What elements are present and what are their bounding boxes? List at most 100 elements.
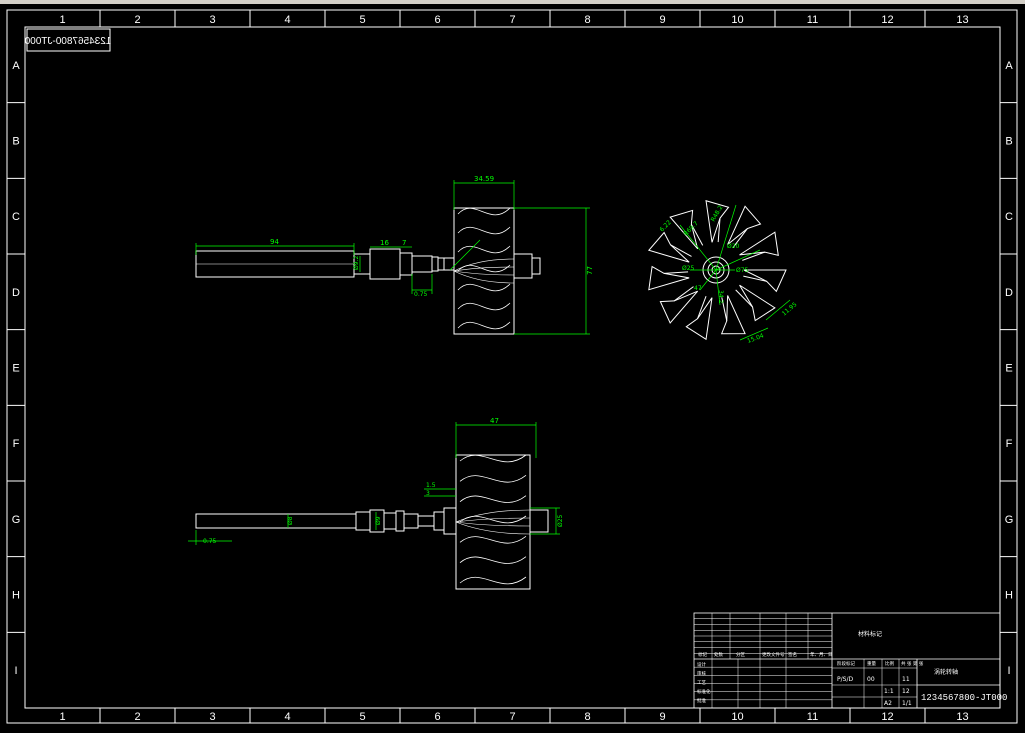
zone-row-right-F: F — [1006, 438, 1013, 450]
top-shaft-collar2 — [437, 257, 445, 271]
zone-col-top-2: 2 — [134, 14, 140, 26]
blade-curve — [457, 226, 511, 235]
bottom-shaft-step6 — [417, 515, 435, 527]
outer-border — [6, 9, 1018, 724]
end-blade — [727, 205, 762, 245]
end-blade-root — [697, 295, 707, 319]
mirrored-code-text: 1234567800-JT000 — [24, 36, 111, 47]
dim-end-d8: 11.95 — [781, 301, 799, 318]
zone-col-top-11: 11 — [807, 14, 818, 26]
bottom-shaft-step4 — [395, 510, 405, 532]
dim-end-d10: 6.22 — [658, 219, 673, 234]
zone-col-top-5: 5 — [359, 14, 365, 26]
tb-num12: 12 — [902, 688, 910, 695]
blade-curve — [459, 495, 527, 503]
zone-col-bottom-6: 6 — [434, 711, 440, 723]
bottom-shaft-collar2 — [443, 507, 457, 535]
zone-col-top-9: 9 — [659, 14, 665, 26]
blade-curve — [459, 536, 527, 544]
end-blade — [659, 290, 699, 324]
zone-col-bottom-13: 13 — [956, 711, 968, 723]
end-blade — [743, 269, 787, 293]
top-wheel-blades — [453, 207, 515, 330]
end-view-blades — [647, 200, 787, 341]
dim-top-seg7: 7 — [402, 239, 406, 247]
zone-col-top-3: 3 — [209, 14, 215, 26]
dim-bottom-dia-right: Ø25 — [557, 514, 564, 527]
tb-revision-label: 分区 — [736, 651, 745, 658]
top-wheel-outline — [453, 207, 515, 335]
dim-end-d7: 47 — [694, 285, 702, 292]
zone-row-left-E: E — [12, 363, 19, 375]
bottom-shaft-step1 — [355, 511, 371, 531]
tb-role-label: 工艺 — [697, 680, 706, 686]
end-blade — [739, 231, 779, 256]
zone-row-right-I: I — [1007, 665, 1010, 677]
top-shaft-step2 — [369, 248, 401, 280]
tb-revision-label: 年、月、日 — [810, 651, 833, 658]
mirrored-code-box: 1234567800-JT000 — [24, 28, 111, 52]
tb-mark: P/S/D — [837, 676, 853, 683]
tb-drawing-number: 1234567800-JT000 — [921, 693, 1007, 703]
tb-revision-label: 标记 — [698, 651, 707, 658]
top-wheel-nose-tip — [531, 257, 541, 275]
zone-row-right-G: G — [1005, 514, 1014, 526]
end-blade-root — [743, 275, 767, 282]
zone-col-top-10: 10 — [731, 14, 743, 26]
blade-spoke — [453, 258, 515, 272]
tb-role-label: 审核 — [697, 670, 706, 677]
end-blade-root — [673, 286, 694, 302]
dim-bottom-width: 47 — [490, 417, 499, 425]
zone-col-bottom-9: 9 — [659, 711, 665, 723]
title-block-attribute-grid — [832, 659, 917, 708]
zone-row-left-H: H — [12, 590, 20, 602]
end-blade-root — [690, 223, 704, 246]
top-view — [195, 207, 541, 335]
end-blade — [705, 200, 730, 243]
zone-col-bottom-12: 12 — [881, 711, 893, 723]
dim-bottom-15: 1.5 — [426, 482, 436, 489]
tb-part-name: 涡轮转轴 — [934, 668, 958, 676]
dim-top-dia: Ø9.2 — [353, 256, 360, 270]
end-blade-root — [721, 297, 728, 321]
blade-curve — [457, 245, 511, 254]
zone-col-top-1: 1 — [59, 14, 65, 26]
zone-col-bottom-1: 1 — [59, 711, 65, 723]
tb-scale-value: 1:1 — [884, 688, 894, 695]
zone-col-top-4: 4 — [284, 14, 290, 26]
zone-row-right-E: E — [1005, 363, 1012, 375]
blade-curve — [459, 475, 527, 483]
end-blade-root — [717, 218, 721, 243]
tb-weight-label: 重量 — [867, 660, 876, 667]
dim-end-d4: Ø25 — [682, 265, 695, 272]
zone-col-top-13: 13 — [956, 14, 968, 26]
zone-col-bottom-4: 4 — [284, 711, 290, 723]
zone-col-top-7: 7 — [509, 14, 515, 26]
title-block-revision-grid — [694, 613, 832, 708]
dim-end-d2: Ø20 — [727, 243, 740, 250]
end-blade-root — [670, 244, 692, 257]
zone-row-left-B: B — [12, 136, 19, 148]
dim-bottom-dia-b: Ø9 — [375, 516, 382, 525]
top-shaft-collar3 — [443, 257, 455, 271]
blade-curve — [457, 321, 511, 330]
zone-col-bottom-2: 2 — [134, 711, 140, 723]
bottom-wheel-nose — [529, 509, 549, 533]
bottom-wheel-blades — [455, 454, 531, 585]
blade-spoke — [453, 270, 515, 276]
zone-row-right-A: A — [1005, 60, 1013, 72]
blade-curve — [459, 454, 527, 463]
tb-material-label: 材料标记 — [858, 630, 882, 638]
dim-top-shaft-length: 94 — [270, 238, 279, 246]
tb-size: A2 — [884, 700, 892, 707]
dim-bottom-dia-a: Ø8 — [287, 516, 294, 525]
end-blade — [685, 297, 713, 341]
dim-end-d5: Ø75 — [736, 267, 749, 274]
top-shaft-step3 — [399, 252, 413, 276]
tb-scale-label: 比例 — [885, 660, 894, 667]
tb-revision-label: 更改文件号 — [762, 651, 785, 658]
zone-col-bottom-11: 11 — [807, 711, 818, 723]
blade-curve — [459, 576, 527, 585]
dim-top-height: 77 — [586, 266, 594, 275]
